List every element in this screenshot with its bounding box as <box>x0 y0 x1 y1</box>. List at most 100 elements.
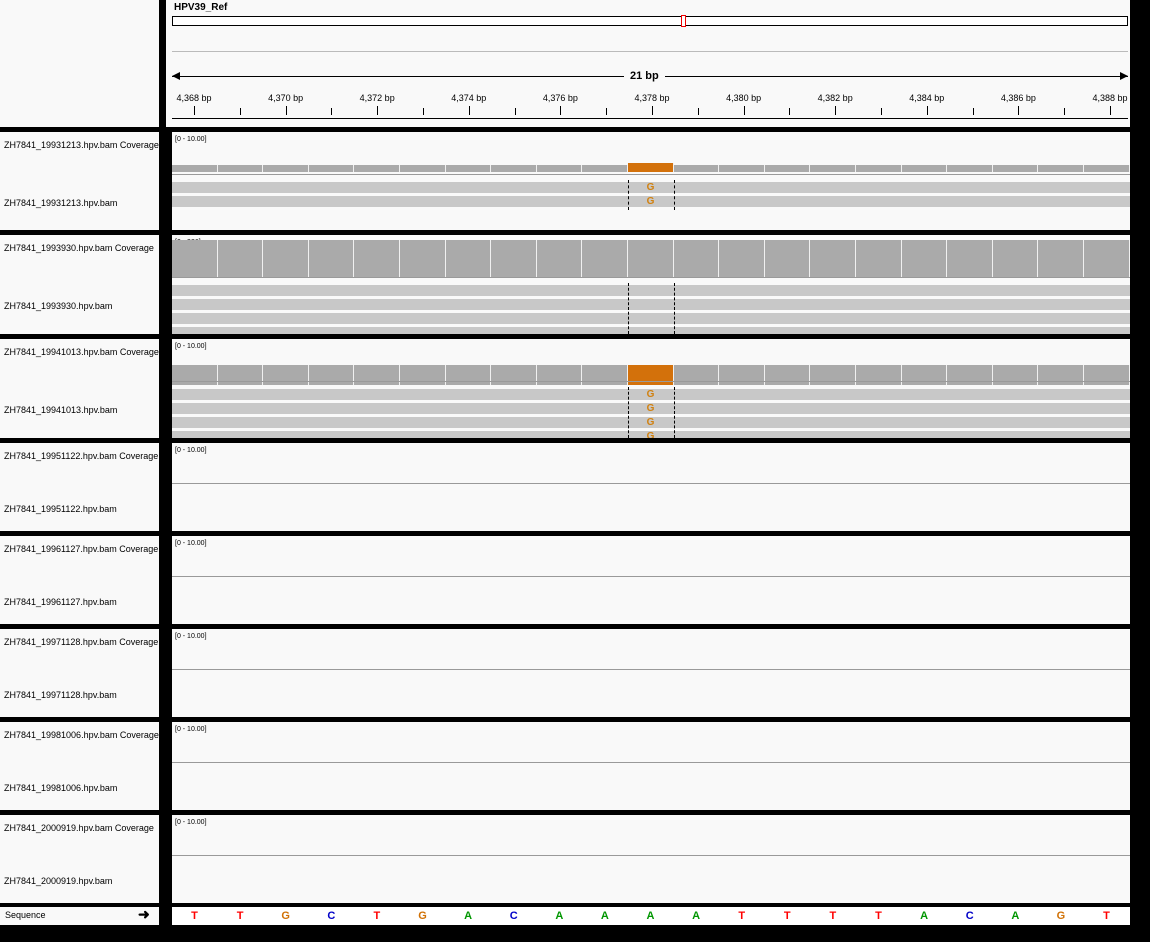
coverage-bar[interactable] <box>947 165 993 172</box>
coverage-track-name[interactable]: ZH7841_1993930.hpv.bam Coverage <box>4 243 154 253</box>
coverage-bar[interactable] <box>308 365 355 385</box>
coverage-bar[interactable] <box>673 365 720 385</box>
coverage-bar[interactable] <box>1084 240 1130 278</box>
coverage-mismatch-bar[interactable] <box>628 365 674 385</box>
coverage-bar[interactable] <box>354 365 400 385</box>
coverage-bar[interactable] <box>172 365 218 385</box>
track-data-panel[interactable]: [0 - 10.00] <box>172 443 1130 531</box>
coverage-bar[interactable] <box>764 365 811 385</box>
coverage-track-name[interactable]: ZH7841_2000919.hpv.bam Coverage <box>4 823 154 833</box>
coverage-bar[interactable] <box>947 365 993 385</box>
coverage-mismatch-bar[interactable] <box>628 163 674 172</box>
alignment-track-name[interactable]: ZH7841_19951122.hpv.bam <box>4 504 117 514</box>
track-data-panel[interactable]: [0 - 10.00] <box>172 815 1130 903</box>
alignment-read[interactable] <box>172 299 1130 310</box>
coverage-bar[interactable] <box>308 240 355 278</box>
chromosome-ideogram[interactable] <box>172 15 1128 27</box>
coverage-bar[interactable] <box>1038 365 1084 385</box>
alignment-track-name[interactable]: ZH7841_19941013.hpv.bam <box>4 405 118 415</box>
coverage-bar[interactable] <box>491 240 537 278</box>
coverage-bar[interactable] <box>536 365 583 385</box>
alignment-track-name[interactable]: ZH7841_19931213.hpv.bam <box>4 198 118 208</box>
coverage-bar[interactable] <box>217 365 264 385</box>
coverage-bar[interactable] <box>810 365 856 385</box>
coverage-bar[interactable] <box>1038 240 1084 278</box>
coverage-bar[interactable] <box>673 240 720 278</box>
coverage-bar[interactable] <box>445 240 492 278</box>
coverage-bar[interactable] <box>719 365 765 385</box>
coverage-bar[interactable] <box>764 240 811 278</box>
coverage-bar[interactable] <box>901 365 948 385</box>
coverage-bar[interactable] <box>901 165 948 172</box>
coverage-bar[interactable] <box>1084 365 1130 385</box>
coverage-bar[interactable] <box>810 165 856 172</box>
track-data-panel[interactable]: [0 - 10.00] <box>172 536 1130 624</box>
coverage-bar[interactable] <box>901 240 948 278</box>
coverage-bar[interactable] <box>172 165 218 172</box>
coverage-bar[interactable] <box>536 165 583 172</box>
coverage-bar[interactable] <box>582 165 628 172</box>
coverage-track-name[interactable]: ZH7841_19951122.hpv.bam Coverage <box>4 451 159 461</box>
coverage-bar[interactable] <box>400 240 446 278</box>
coverage-bar[interactable] <box>947 240 993 278</box>
coverage-bar[interactable] <box>719 165 765 172</box>
coverage-bar[interactable] <box>582 240 628 278</box>
coverage-bar[interactable] <box>810 240 856 278</box>
alignment-track-name[interactable]: ZH7841_1993930.hpv.bam <box>4 301 113 311</box>
alignment-read[interactable] <box>172 417 1130 428</box>
right-arrow-icon[interactable]: ➜ <box>138 906 150 922</box>
coverage-bar[interactable] <box>445 365 492 385</box>
coverage-track-name[interactable]: ZH7841_19981006.hpv.bam Coverage <box>4 730 159 740</box>
coverage-bar[interactable] <box>263 240 309 278</box>
alignment-read[interactable] <box>172 182 1130 193</box>
coverage-bar[interactable] <box>992 365 1039 385</box>
track-data-panel[interactable]: [0 - 326] <box>172 235 1130 334</box>
coverage-bar[interactable] <box>354 165 400 172</box>
coverage-bar[interactable] <box>992 165 1039 172</box>
alignment-read[interactable] <box>172 327 1130 334</box>
coverage-bar[interactable] <box>217 240 264 278</box>
current-region-indicator[interactable] <box>681 15 686 27</box>
coverage-bar[interactable] <box>491 165 537 172</box>
coverage-bar[interactable] <box>400 365 446 385</box>
track-data-panel[interactable]: [0 - 10.00] <box>172 629 1130 717</box>
coverage-bar[interactable] <box>308 165 355 172</box>
track-data-panel[interactable]: [0 - 10.00] <box>172 722 1130 810</box>
coverage-track-name[interactable]: ZH7841_19931213.hpv.bam Coverage <box>4 140 159 150</box>
coverage-bar[interactable] <box>582 365 628 385</box>
coverage-bar[interactable] <box>491 365 537 385</box>
alignment-read[interactable] <box>172 196 1130 207</box>
coverage-bar[interactable] <box>628 240 674 278</box>
coverage-bar[interactable] <box>172 240 218 278</box>
coverage-bar[interactable] <box>263 365 309 385</box>
coverage-bar[interactable] <box>536 240 583 278</box>
coverage-bar[interactable] <box>856 240 902 278</box>
coverage-bar[interactable] <box>1084 165 1130 172</box>
alignment-read[interactable] <box>172 313 1130 324</box>
coverage-bar[interactable] <box>445 165 492 172</box>
coverage-bar[interactable] <box>263 165 309 172</box>
coverage-track-name[interactable]: ZH7841_19961127.hpv.bam Coverage <box>4 544 159 554</box>
coverage-bar[interactable] <box>992 240 1039 278</box>
alignment-track-name[interactable]: ZH7841_2000919.hpv.bam <box>4 876 113 886</box>
coverage-bar[interactable] <box>764 165 811 172</box>
alignment-track-name[interactable]: ZH7841_19961127.hpv.bam <box>4 597 117 607</box>
coverage-track-name[interactable]: ZH7841_19941013.hpv.bam Coverage <box>4 347 159 357</box>
alignment-track-name[interactable]: ZH7841_19981006.hpv.bam <box>4 783 118 793</box>
coverage-bar[interactable] <box>1038 165 1084 172</box>
sequence-track-name[interactable]: Sequence ➜ <box>0 906 159 925</box>
coverage-bar[interactable] <box>856 365 902 385</box>
alignment-read[interactable] <box>172 403 1130 414</box>
alignment-track-name[interactable]: ZH7841_19971128.hpv.bam <box>4 690 117 700</box>
alignment-read[interactable] <box>172 431 1130 438</box>
